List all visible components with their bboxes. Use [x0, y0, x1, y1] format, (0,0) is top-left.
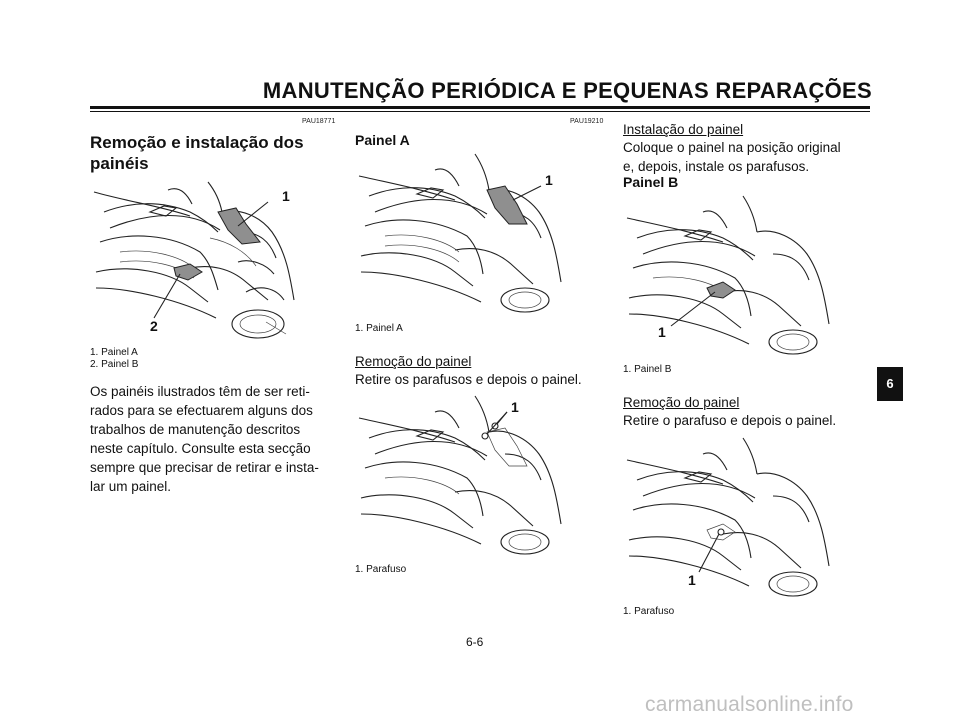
scooter-illustration-screw-b: [626, 437, 830, 597]
paragraph-line: sempre que precisar de retirar e insta-: [90, 460, 319, 475]
paragraph-line: trabalhos de manutenção descritos: [90, 422, 301, 437]
removal-instructions: Retire os parafusos e depois o painel.: [355, 372, 582, 387]
section-heading: Remoção e instalação dos painéis: [90, 132, 304, 174]
figure-callout-1: 1: [545, 172, 553, 188]
figure-caption: 1. Painel A: [355, 323, 403, 334]
scooter-illustration-screws-a: [358, 395, 562, 555]
page-number: 6-6: [466, 635, 484, 649]
figure-caption: 1. Parafuso: [623, 606, 675, 617]
figure-caption: 1. Painel B: [623, 364, 672, 375]
section-heading-line2: painéis: [90, 154, 149, 173]
figure-caption: 1. Parafuso: [355, 564, 407, 575]
intro-paragraph: Os painéis ilustrados têm de ser reti- r…: [90, 382, 336, 496]
scooter-illustration-panels: [93, 181, 295, 339]
figure-callout-1: 1: [688, 572, 696, 588]
removal-subheading: Remoção do painel: [623, 395, 740, 410]
paragraph-line: rados para se efectuarem alguns dos: [90, 403, 313, 418]
installation-instructions: Coloque o painel na posição original e, …: [623, 138, 870, 176]
figure-caption-list: 1. Painel A 2. Painel B: [90, 347, 138, 371]
figure-callout-1: 1: [658, 324, 666, 340]
panel-b-heading: Painel B: [623, 174, 679, 190]
installation-subheading: Instalação do painel: [623, 122, 744, 137]
paragraph-line: Os painéis ilustrados têm de ser reti-: [90, 384, 310, 399]
section-heading-line1: Remoção e instalação dos: [90, 133, 304, 152]
paragraph-line: lar um painel.: [90, 479, 172, 494]
scooter-illustration-panel-b: [626, 195, 830, 355]
section-code: PAU18771: [302, 118, 336, 125]
figure-callout-2: 2: [150, 318, 158, 334]
scooter-illustration-panel-a: [358, 153, 562, 313]
figure-callout-1: 1: [511, 399, 519, 415]
paragraph-line: e, depois, instale os parafusos.: [623, 159, 810, 174]
figure-caption: 2. Painel B: [90, 359, 139, 370]
header-rule-thin: [90, 111, 870, 112]
removal-instructions: Retire o parafuso e depois o painel.: [623, 413, 837, 428]
page-header-title: MANUTENÇÃO PERIÓDICA E PEQUENAS REPARAÇÕ…: [262, 78, 872, 103]
panel-a-heading: Painel A: [355, 132, 410, 148]
header-rule: [90, 106, 870, 109]
watermark: carmanualsonline.info: [645, 693, 854, 716]
chapter-tab: 6: [877, 367, 903, 401]
section-code: PAU19210: [570, 118, 604, 125]
paragraph-line: neste capítulo. Consulte esta secção: [90, 441, 311, 456]
removal-subheading: Remoção do painel: [355, 354, 472, 369]
figure-callout-1: 1: [282, 188, 290, 204]
paragraph-line: Coloque o painel na posição original: [623, 140, 841, 155]
figure-caption: 1. Painel A: [90, 347, 138, 358]
